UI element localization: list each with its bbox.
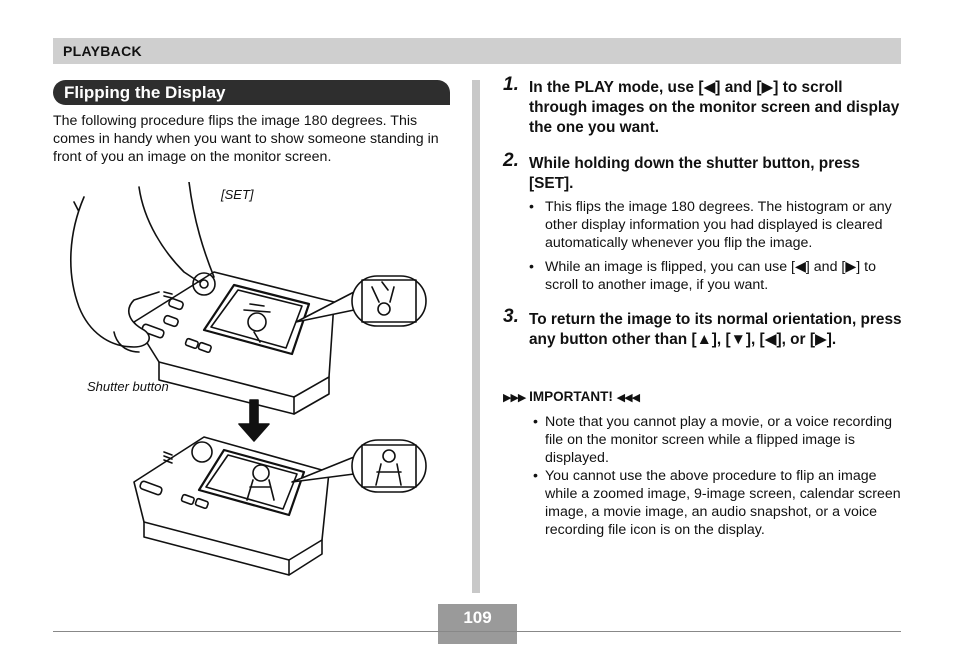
important-label: ▶▶▶ IMPORTANT! ◀◀◀ <box>503 389 640 404</box>
step-number: 3. <box>503 306 519 327</box>
list-item: •This flips the image 180 degrees. The h… <box>529 199 892 251</box>
step-text: To return the image to its normal orient… <box>529 311 902 348</box>
list-item: •While an image is flipped, you can use … <box>529 259 876 293</box>
camera-bottom-image <box>133 436 330 576</box>
step-number: 2. <box>503 150 519 171</box>
footer-rule <box>53 631 901 632</box>
camera-flip-illustration <box>70 182 427 576</box>
important-left-icon: ▶▶▶ <box>503 392 526 404</box>
page-number: 109 <box>463 608 492 627</box>
step-3: 3. To return the image to its normal ori… <box>503 306 903 350</box>
shutter-button-callout: Shutter button <box>87 379 169 394</box>
set-button-callout: [SET] <box>221 187 254 202</box>
step-2: 2. While holding down the shutter button… <box>503 150 903 194</box>
column-divider <box>472 80 480 593</box>
step-text: In the PLAY mode, use [◀] and [▶] to scr… <box>529 79 900 136</box>
topic-heading-text: Flipping the Display <box>64 83 226 102</box>
list-item: •Note that you cannot play a movie, or a… <box>533 414 892 466</box>
step-2-bullets: •This flips the image 180 degrees. The h… <box>529 198 904 294</box>
page-number-box: 109 <box>438 604 517 644</box>
important-right-icon: ◀◀◀ <box>616 392 640 404</box>
section-title: PLAYBACK <box>63 43 142 59</box>
section-header-bar: PLAYBACK <box>53 38 901 64</box>
important-bullets: •Note that you cannot play a movie, or a… <box>533 413 905 539</box>
intro-paragraph: The following procedure flips the image … <box>53 113 439 165</box>
topic-heading: Flipping the Display <box>53 80 450 105</box>
camera-top-image <box>133 271 335 415</box>
list-item: •You cannot use the above procedure to f… <box>533 468 901 538</box>
step-number: 1. <box>503 74 519 95</box>
step-text: While holding down the shutter button, p… <box>529 155 860 192</box>
step-1: 1. In the PLAY mode, use [◀] and [▶] to … <box>503 74 903 138</box>
